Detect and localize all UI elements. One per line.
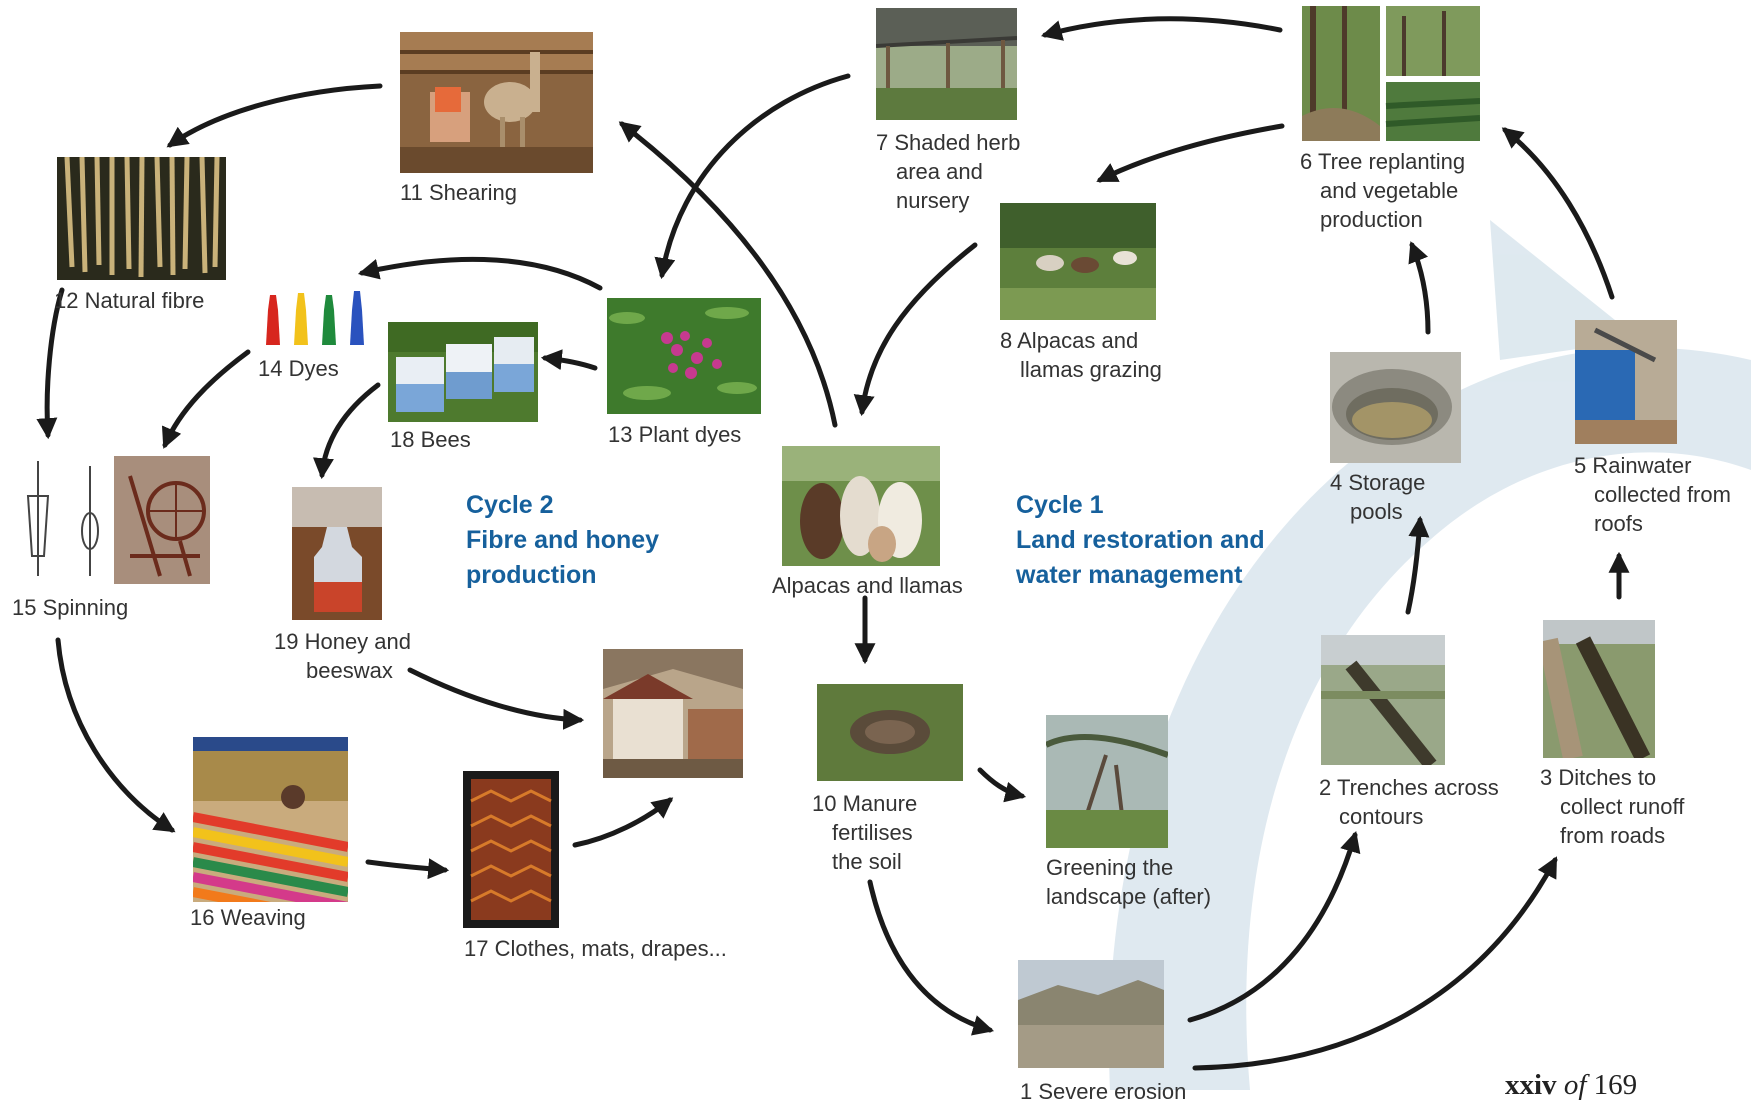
caption-node-19: 19 Honey and beeswax — [274, 629, 411, 683]
caption-node-16: 16 Weaving — [190, 905, 306, 930]
caption-node-13: 13 Plant dyes — [608, 422, 742, 447]
arrow-spinning-to-weaving — [55, 637, 176, 833]
arrow-center-to-shearing — [618, 121, 838, 428]
arrow-manure-to-erosion — [867, 879, 995, 1036]
arrow-honey-to-house — [407, 667, 585, 730]
caption-center: Alpacas and llamas — [772, 573, 963, 598]
photo-greening — [1046, 715, 1168, 848]
caption-node-3: 3 Ditches to collect runoff from roads — [1540, 765, 1685, 848]
arrow-trees-to-grazing — [1096, 123, 1285, 183]
caption-node-12: 12 Natural fibre — [54, 288, 205, 313]
arrow-bees-to-honey — [312, 382, 381, 480]
arrow-trenches-to-storage — [1405, 515, 1430, 615]
arrow-plantdyes-to-bees — [540, 349, 598, 371]
caption-node-6: 6 Tree replanting and vegetable producti… — [1300, 149, 1466, 232]
photo-center-alpacas — [782, 446, 940, 566]
caption-node-7: 7 Shaded herb area and nursery — [876, 130, 1021, 213]
arrow-dyes-to-spinning — [161, 349, 251, 449]
caption-greening: Greening the landscape (after) — [1046, 855, 1212, 909]
page-number: xxiv of 169 — [1505, 1069, 1638, 1101]
photo-weaving — [193, 737, 348, 902]
photo-honey — [292, 487, 382, 620]
arrow-rainwater-to-trees — [1501, 127, 1615, 300]
photo-natural-fibre — [57, 157, 226, 280]
arrow-erosion-to-ditches — [1192, 856, 1558, 1071]
photo-herb-nursery — [876, 8, 1017, 120]
arrow-weaving-to-clothes — [365, 858, 450, 880]
photo-rainwater — [1575, 320, 1677, 444]
caption-node-17: 17 Clothes, mats, drapes... — [464, 936, 727, 961]
caption-node-2: 2 Trenches across contours — [1319, 775, 1499, 829]
photo-storage-pools — [1330, 352, 1461, 463]
photo-bees — [388, 322, 538, 422]
arrow-fibre-to-spinning — [36, 287, 65, 440]
photo-house — [603, 649, 743, 778]
arrow-clothes-to-house — [572, 797, 674, 848]
arrow-shearing-to-fibre — [166, 83, 383, 148]
caption-node-1: 1 Severe erosion — [1020, 1079, 1187, 1104]
caption-node-8: 8 Alpacas and llamas grazing — [1000, 328, 1162, 382]
caption-node-5: 5 Rainwater collected from roofs — [1574, 453, 1731, 536]
photo-ditches — [1543, 620, 1655, 758]
flow-arrows — [36, 16, 1630, 1071]
photo-shearing — [400, 32, 593, 173]
photo-spinning — [10, 456, 210, 584]
arrow-manure-to-green — [977, 767, 1027, 803]
photo-trenches — [1321, 635, 1445, 765]
photo-dyes — [258, 285, 372, 349]
caption-node-18: 18 Bees — [390, 427, 471, 452]
photo-grazing — [1000, 203, 1156, 320]
caption-node-10: 10 Manure fertilises the soil — [812, 791, 918, 874]
caption-node-4: 4 Storage pools — [1330, 470, 1426, 524]
caption-node-11: 11 Shearing — [400, 180, 518, 205]
photo-clothes — [463, 771, 559, 928]
cycle-1-title: Cycle 1 Land restoration and water manag… — [1016, 491, 1265, 589]
photo-erosion — [1018, 960, 1164, 1068]
arrow-grazing-to-center — [853, 242, 978, 417]
arrow-herb-to-plantdyes — [654, 73, 851, 280]
arrow-storage-to-trees — [1408, 241, 1431, 335]
cycle-2-title: Cycle 2 Fibre and honey production — [466, 491, 660, 589]
caption-node-14: 14 Dyes — [258, 356, 339, 381]
caption-node-15: 15 Spinning — [12, 595, 129, 620]
arrow-plantdyes-to-dyes — [357, 256, 603, 291]
photo-manure — [817, 684, 963, 781]
photo-plant-dyes — [607, 298, 761, 414]
arrow-trees-to-herb — [1040, 16, 1283, 41]
arrow-erosion-to-trenches — [1187, 830, 1361, 1023]
photo-tree-replanting — [1302, 6, 1480, 141]
